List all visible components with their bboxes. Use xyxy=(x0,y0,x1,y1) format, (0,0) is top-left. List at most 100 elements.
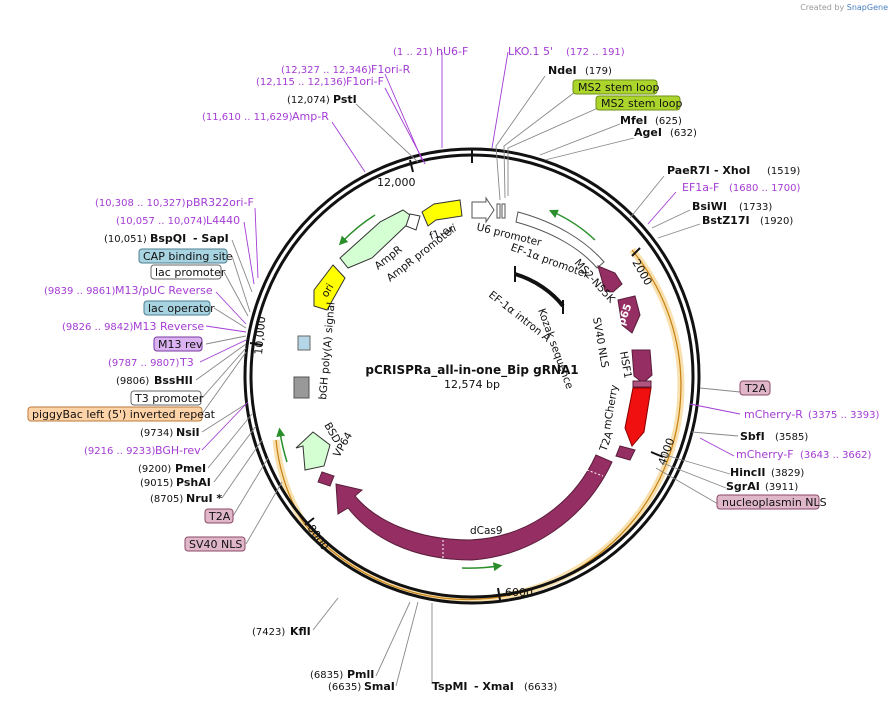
lac-promoter-box: lac promoter xyxy=(155,266,226,279)
kfli-enzyme: KflI xyxy=(290,625,311,638)
m13-puc-reverse-range: (9839 .. 9861) xyxy=(44,286,116,297)
plasmid-name: pCRISPRa_all-in-one_Bip gRNA1 xyxy=(365,363,578,378)
hu6-f-range: (1 .. 21) xyxy=(393,47,433,58)
bsiwi-pos: (1733) xyxy=(739,202,772,213)
f1ori-r-primer: F1ori-R xyxy=(371,63,411,76)
t2a-right-box: T2A xyxy=(744,382,767,395)
agei-pos: (632) xyxy=(670,128,697,139)
bsiwi-enzyme: BsiWI xyxy=(692,200,727,213)
mcherry-r-primer: mCherry-R xyxy=(744,408,803,421)
scale-ticks xyxy=(249,150,664,601)
xhoi-enzyme: - XhoI xyxy=(714,164,750,177)
mfei-enzyme: MfeI xyxy=(620,114,647,127)
paer7i-enzyme: PaeR7I xyxy=(667,164,710,177)
feature-arrows xyxy=(276,196,653,572)
plasmid-title: pCRISPRa_all-in-one_Bip gRNA1 12,574 bp xyxy=(365,363,578,391)
bsshii-pos: (9806) xyxy=(116,376,149,387)
bstz17i-enzyme: BstZ17I xyxy=(702,214,750,227)
pmei-pos: (9200) xyxy=(138,464,171,475)
label-ori: ori xyxy=(319,282,336,300)
ndei-enzyme: NdeI xyxy=(548,64,577,77)
lac-operator-box: lac operator xyxy=(148,302,215,315)
orf-band xyxy=(272,247,685,603)
t2a-left-box: T2A xyxy=(208,510,231,523)
bstz17i-pos: (1920) xyxy=(760,216,793,227)
cap-binding-site-box: CAP binding site xyxy=(143,250,233,263)
tick-12000: 12,000 xyxy=(377,176,416,189)
bottom-labels: (7423) KflI (6835) PmlI (6635) SmaI TspM… xyxy=(252,625,557,693)
m13-reverse-range: (9826 .. 9842) xyxy=(62,322,134,333)
tick-6000: 6000 xyxy=(505,586,533,599)
sgrai-pos: (3911) xyxy=(765,482,798,493)
pshai-enzyme: PshAI xyxy=(176,476,211,489)
f1ori-r-range: (12,327 .. 12,346) xyxy=(281,65,372,76)
sgrai-enzyme: SgrAI xyxy=(726,480,760,493)
ms2-stem-loop-2: MS2 stem loop xyxy=(601,97,683,110)
ori-arrow xyxy=(313,264,346,311)
pmli-enzyme: PmlI xyxy=(347,668,374,681)
nsii-pos: (9734) xyxy=(140,428,173,439)
right-labels: PaeR7I - XhoI (1519) EF1a-F (1680 .. 170… xyxy=(667,164,880,510)
nrui-pos: (8705) xyxy=(150,494,183,505)
m13-rev-box: M13 rev xyxy=(158,338,203,351)
leader-lines xyxy=(195,51,741,687)
vp64-arrow xyxy=(317,471,335,487)
mcherry-arrow xyxy=(624,387,652,447)
psti-enzyme: PstI xyxy=(333,93,357,106)
psti-pos: (12,074) xyxy=(287,95,330,106)
f1ori-f-range: (12,115 .. 12,136) xyxy=(256,77,347,88)
tick-10000: 10,000 xyxy=(252,316,268,355)
pshai-pos: (9015) xyxy=(140,478,173,489)
bgh-polya-box xyxy=(293,376,310,399)
sbfi-pos: (3585) xyxy=(775,432,808,443)
label-sv40nls: SV40 NLS xyxy=(590,316,611,369)
l4440-primer: L4440 xyxy=(206,214,240,227)
l4440-range: (10,057 .. 10,074) xyxy=(116,216,207,227)
nucleoplasmin-nls-box: nucleoplasmin NLS xyxy=(722,496,827,509)
ampr-promoter-arrow xyxy=(405,213,421,231)
t3-range: (9787 .. 9807) xyxy=(108,358,180,369)
kfli-pos: (7423) xyxy=(252,627,285,638)
xmai-enzyme: - XmaI xyxy=(474,680,514,693)
bgh-rev-range: (9216 .. 9233) xyxy=(84,446,156,457)
ms2-n55k-arrow xyxy=(597,265,623,293)
lko1-primer: LKO.1 5' xyxy=(508,45,553,58)
m13-reverse-primer: M13 Reverse xyxy=(133,320,204,333)
hsf1-arrow xyxy=(631,349,653,384)
pmli-pos: (6835) xyxy=(310,670,343,681)
nsii-enzyme: NsiI xyxy=(176,426,200,439)
xhoi-pos: (1519) xyxy=(767,166,800,177)
bgh-rev-primer: BGH-rev xyxy=(155,444,201,457)
sv40-nls-left-box: SV40 NLS xyxy=(189,538,242,551)
smai-enzyme: SmaI xyxy=(364,680,395,693)
bspqi-enzyme: BspQI xyxy=(150,232,186,245)
f1-ori-arrow xyxy=(421,199,463,227)
f1ori-f-primer: F1ori-F xyxy=(346,75,384,88)
dcas9-arrow xyxy=(335,454,613,561)
agei-enzyme: AgeI xyxy=(634,126,662,139)
t3-primer: T3 xyxy=(179,356,194,369)
ef1a-f-primer: EF1a-F xyxy=(682,181,719,194)
ef1a-promoter-arrow xyxy=(515,211,605,269)
bspqi-pos: (10,051) xyxy=(104,234,147,245)
lko1-range: (172 .. 191) xyxy=(566,47,625,58)
snapgene-credit: Created by SnapGene xyxy=(800,3,888,12)
mcherry-r-range: (3375 .. 3393) xyxy=(808,410,880,421)
tspmi-enzyme: TspMI xyxy=(432,680,468,693)
p65-arrow xyxy=(617,295,641,334)
mfei-pos: (625) xyxy=(655,116,682,127)
bsshii-enzyme: BssHII xyxy=(154,374,193,387)
mcherry-f-range: (3643 .. 3662) xyxy=(800,450,872,461)
t3-promoter-box: T3 promoter xyxy=(134,392,204,405)
bsd-arrow xyxy=(295,431,331,471)
amp-r-primer: Amp-R xyxy=(292,110,329,123)
label-dcas9: dCas9 xyxy=(470,525,503,537)
hu6-f-primer: hU6-F xyxy=(436,45,468,58)
pbr322ori-f-primer: pBR322ori-F xyxy=(186,196,254,209)
t2a-arrow xyxy=(615,445,636,461)
pbr322ori-f-range: (10,308 .. 10,327) xyxy=(95,198,186,209)
plasmid-length: 12,574 bp xyxy=(444,378,500,391)
mcherry-f-primer: mCherry-F xyxy=(736,448,794,461)
smai-pos: (6635) xyxy=(328,682,361,693)
